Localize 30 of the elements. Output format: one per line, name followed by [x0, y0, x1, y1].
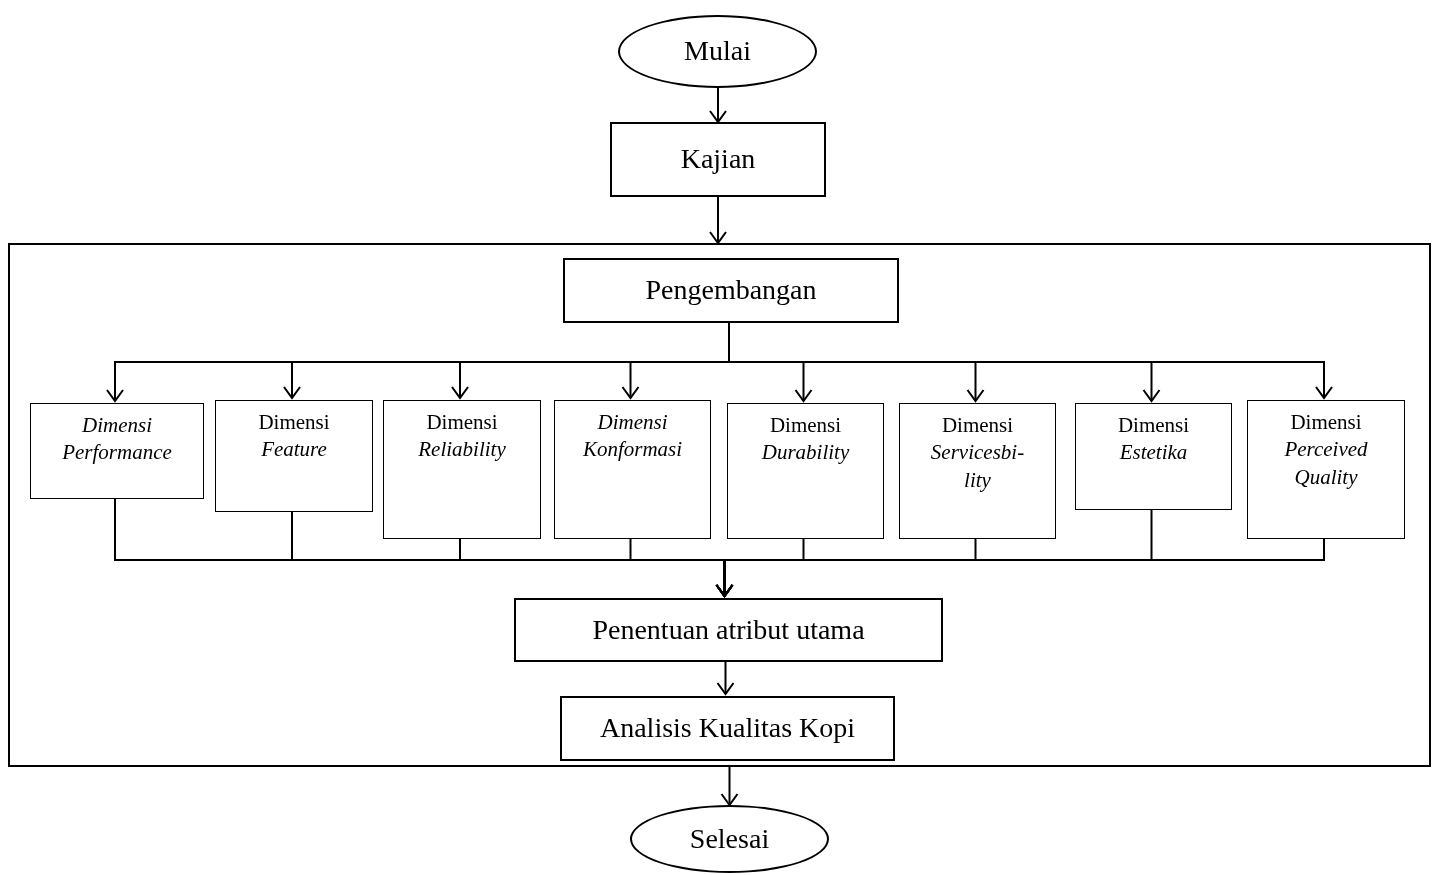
- dimension-box: [899, 403, 1056, 539]
- dimension-box: [215, 400, 373, 512]
- dimension-box: [30, 403, 204, 499]
- node-label: Kajian: [680, 142, 756, 177]
- process-box: [560, 696, 895, 761]
- node-label: Dimensi Reliability: [417, 409, 507, 464]
- node-label: Dimensi Servicesbi-lity: [929, 412, 1026, 494]
- node-label: Dimensi Perceived Quality: [1283, 409, 1369, 491]
- node-label: Mulai: [684, 34, 751, 69]
- arrow: [709, 87, 727, 123]
- node-label: Selesai: [689, 821, 770, 856]
- node-label: Dimensi Estetika: [1116, 412, 1191, 467]
- dimension-box: [1247, 400, 1405, 539]
- arrow: [720, 766, 739, 806]
- arrow: [709, 196, 727, 244]
- node-label: Dimensi Konformasi: [581, 409, 684, 464]
- group-frame: [8, 243, 1431, 767]
- process-box: [563, 258, 899, 323]
- node-label: Dimensi Durability: [760, 412, 851, 467]
- node-label: Dimensi Performance: [61, 412, 173, 467]
- node-label: Dimensi Feature: [257, 409, 331, 464]
- dimension-box: [1075, 403, 1232, 510]
- node-label: Analisis Kualitas Kopi: [599, 711, 856, 746]
- node-label: Penentuan atribut utama: [592, 612, 865, 647]
- node-label: Pengembangan: [645, 273, 817, 308]
- dimension-box: [554, 400, 711, 539]
- dimension-box: [727, 403, 884, 539]
- process-box: [514, 598, 943, 662]
- dimension-box: [383, 400, 541, 539]
- process-box: [610, 122, 826, 197]
